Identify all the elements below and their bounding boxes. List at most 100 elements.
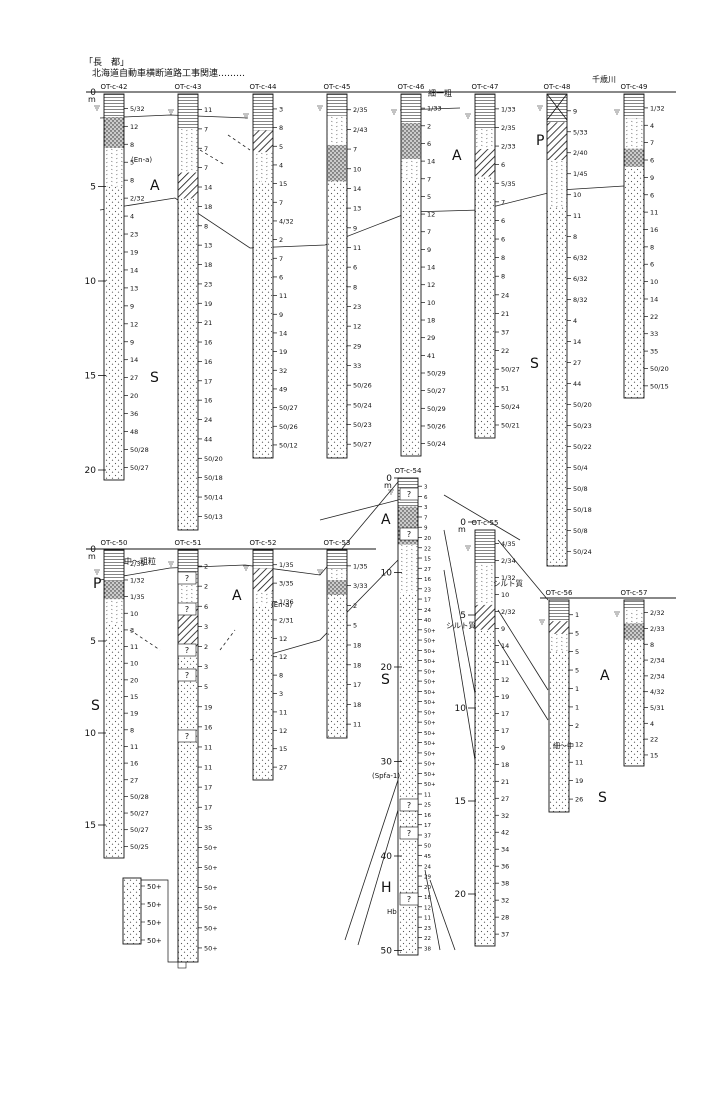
layer-11-8 <box>253 756 273 780</box>
depth-bot-1: 5 <box>90 637 96 647</box>
layer-5-6 <box>401 378 421 456</box>
n-value-14-13: 9 <box>501 744 505 752</box>
n-value-14-17: 32 <box>501 812 509 820</box>
n-value-2-3: 7 <box>204 145 208 153</box>
n-value-10-14: 35 <box>204 824 212 832</box>
n-value-14-23: 28 <box>501 914 509 922</box>
n-value-13-13: 24 <box>424 608 431 614</box>
n-value-1-13: 12 <box>130 320 138 328</box>
depth-top-0: 0 <box>90 88 96 98</box>
n-value-7-16: 50/23 <box>573 422 592 430</box>
n-value-6-1: 1/33 <box>501 105 516 113</box>
n-value-1-21: 50/27 <box>130 464 149 472</box>
column-15 <box>548 599 570 813</box>
n-value-14-10: 19 <box>501 693 509 701</box>
n-value-13-14: 40 <box>424 618 431 624</box>
n-value-14-15: 21 <box>501 778 509 786</box>
n-value-1-7: 4 <box>130 213 134 221</box>
column-9 <box>103 549 125 859</box>
layer-8-4 <box>624 166 644 209</box>
n-value-6-13: 37 <box>501 329 509 337</box>
layer-7-7 <box>547 439 567 517</box>
annotation-chitose: 千歳川 <box>592 74 616 84</box>
n-value-8-4: 6 <box>650 157 654 165</box>
n-value-5-16: 50/29 <box>427 370 446 378</box>
n-value-13-32: 25 <box>424 803 431 809</box>
layer-15-1 <box>549 600 569 622</box>
layer-1-1 <box>104 94 124 118</box>
n-value-5-20: 50/24 <box>427 440 446 448</box>
annotation-silt-55: シルト質 <box>493 578 523 588</box>
n-value-13-12: 17 <box>424 598 431 604</box>
n-value-8-12: 14 <box>650 295 658 303</box>
unknown-box-1 <box>177 602 197 616</box>
n-value-9-14: 27 <box>130 776 138 784</box>
borehole-id-8: OT-c-49 <box>621 83 648 91</box>
n-value-16-7: 5/31 <box>650 704 665 712</box>
n-value-13-43: 11 <box>424 916 431 922</box>
water-level-3 <box>243 113 249 119</box>
n-value-14-5: 2/32 <box>501 608 516 616</box>
n-value-5-10: 14 <box>427 264 435 272</box>
unknown-box-10 <box>177 571 197 585</box>
n-value-10-19: 50+ <box>204 924 218 932</box>
n-value-15-3: 5 <box>575 648 579 656</box>
n-value-6-6: 7 <box>501 198 505 206</box>
n-value-4-3: 7 <box>353 146 357 154</box>
n-value-5-7: 12 <box>427 211 435 219</box>
borehole-id-2: OT-c-43 <box>175 83 202 91</box>
zone-letter-S2: S <box>530 356 539 372</box>
n-value-15-4: 5 <box>575 667 579 675</box>
column-5 <box>400 93 422 457</box>
n-value-7-21: 50/8 <box>573 527 588 535</box>
layer-16-5 <box>624 662 644 686</box>
n-value-9-4: 10 <box>130 610 138 618</box>
n-value-13-36: 50 <box>424 844 431 850</box>
annotation-mid-56: 細～中 <box>553 741 574 750</box>
n-value-14-21: 38 <box>501 880 509 888</box>
zone-letter-A4: A <box>381 512 391 528</box>
n-value-1-16: 27 <box>130 374 138 382</box>
layer-10-3 <box>178 607 198 649</box>
n-value-14-16: 27 <box>501 795 509 803</box>
layer-11-2 <box>253 568 273 592</box>
n-value-8-8: 16 <box>650 226 658 234</box>
layer-16-2 <box>624 609 644 624</box>
annotation-saryu: 中～粗粒 <box>124 556 156 566</box>
layer-5-5 <box>401 279 421 379</box>
n-value-10-12: 17 <box>204 784 212 792</box>
n-value-14-14: 18 <box>501 761 509 769</box>
n-value-13-5: 9 <box>424 526 428 532</box>
layer-16-7 <box>624 707 644 731</box>
unknown-mark-7: ? <box>407 801 411 810</box>
layer-12-4 <box>327 595 347 621</box>
n-value-4-14: 33 <box>353 362 361 370</box>
n-value-9-1: 2/35 <box>130 560 145 568</box>
n-value-1-9: 19 <box>130 248 138 256</box>
n-value-5-1: 1/33 <box>427 105 442 113</box>
n-value-16-4: 2/34 <box>650 657 665 665</box>
n-value-7-14: 44 <box>573 380 581 388</box>
water-level-11 <box>243 565 249 571</box>
n-value-9-18: 50/25 <box>130 843 149 851</box>
n-value-7-15: 50/20 <box>573 401 592 409</box>
n-value-5-9: 9 <box>427 246 431 254</box>
n-value-4-5: 14 <box>353 185 361 193</box>
layer-3-2 <box>253 130 273 153</box>
water-level-4 <box>317 105 323 111</box>
layer-8-7 <box>624 291 644 334</box>
n-value-2-7: 8 <box>204 222 208 230</box>
n-value-9-11: 8 <box>130 726 134 734</box>
layer-4-8 <box>327 380 347 431</box>
n-value-7-10: 8/32 <box>573 296 588 304</box>
n-value-3-2: 8 <box>279 124 283 132</box>
n-value-1-10: 14 <box>130 266 138 274</box>
n-value-13-2: 6 <box>424 495 428 501</box>
layer-5-3 <box>401 159 421 181</box>
zone-letter-S5: S <box>598 790 607 806</box>
n-value-13-18: 50+ <box>424 659 436 665</box>
n-value-11-5: 12 <box>279 635 287 643</box>
n-value-12-7: 17 <box>353 681 361 689</box>
layer-10-4 <box>178 648 198 734</box>
